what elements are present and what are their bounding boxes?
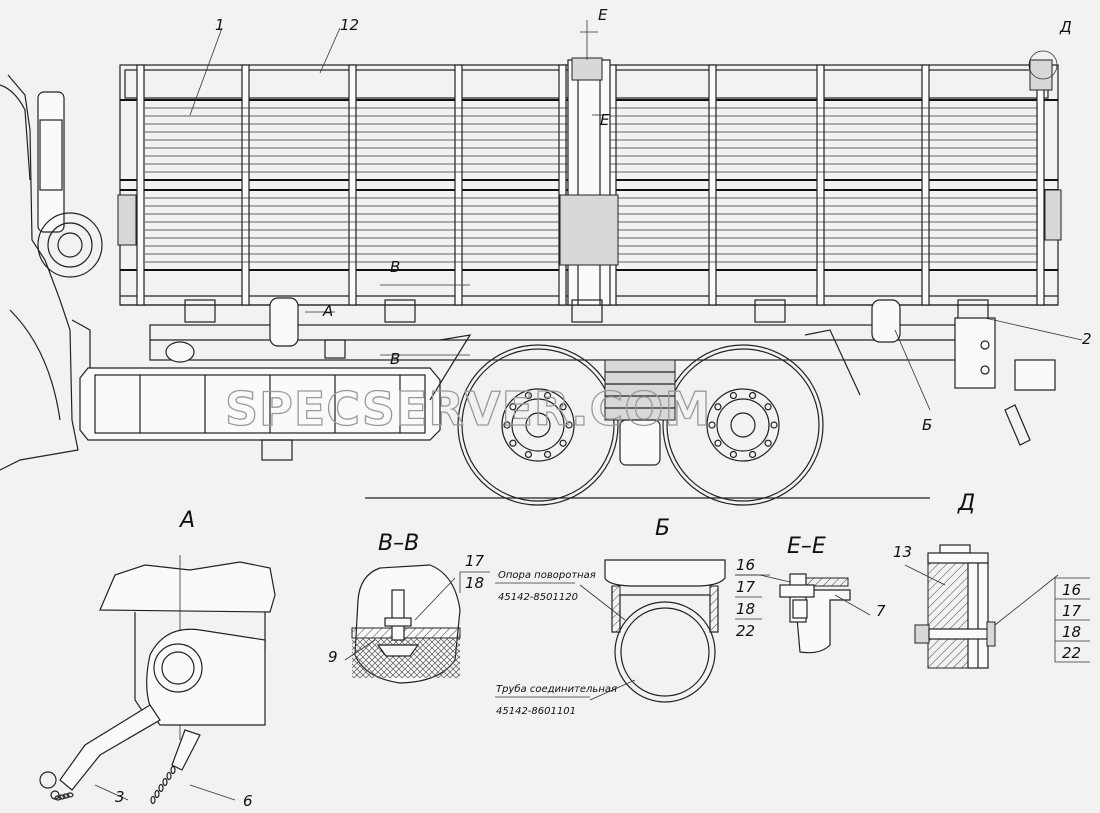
b-callout-17: 17 [736,578,756,596]
cab-outline [0,74,79,471]
view-title-ee: Е–Е [787,534,826,559]
ee-callout-7: 7 [876,602,886,620]
detail-view-d [904,544,1059,669]
callout-12: 12 [340,16,359,34]
mark-b-side: Б [922,416,932,434]
detail-view-a [39,555,276,805]
mark-v-bot: В [390,350,400,368]
callout-3: 3 [115,788,125,806]
rear-wheel-1 [457,344,619,506]
section-view-vv [344,564,461,684]
callout-1: 1 [215,16,225,34]
b-callout-18: 18 [736,600,755,618]
side-posts [136,64,1045,306]
pipe-code-note: 45142-8601101 [496,706,576,717]
d-callout-13: 13 [893,543,912,561]
view-title-d: Д [957,491,975,516]
wheel-studs [503,391,778,459]
view-title-vv: В–В [378,531,419,556]
rear-wheel-2 [662,344,824,506]
vv-callout-18: 18 [465,574,484,592]
mark-e-top: Е [598,6,608,24]
fuel-tank [79,339,441,461]
support-code-note: 45142-8501120 [498,592,578,603]
drawing-labels: 1 12 2 Е Е Д А В В Б А В–В Б Е–Е Д 3 6 1… [115,6,1092,810]
d-callout-16: 16 [1062,581,1081,599]
b-callout-22: 22 [736,622,755,640]
section-view-ee [759,573,871,654]
d-callout-18: 18 [1062,623,1081,641]
detail-d-circle [1028,50,1058,80]
safety-chain [54,765,176,805]
chassis-frame [149,297,1056,446]
pipe-name-note: Труба соединительная [496,683,617,695]
callout-boxes [460,571,1090,698]
watermark-text: SPECSERVER.COM [225,382,711,436]
callout-2: 2 [1082,330,1092,348]
view-title-b: Б [655,516,670,541]
detail-view-b [579,559,770,703]
d-callout-22: 22 [1062,644,1081,662]
mark-d-top: Д [1059,18,1072,36]
vv-callout-17: 17 [465,552,485,570]
b-callout-16: 16 [736,556,755,574]
mark-v-top: В [390,258,400,276]
mark-e-mid: Е [600,111,610,129]
d-callout-17: 17 [1062,602,1082,620]
callout-6: 6 [243,792,253,810]
mark-a-side: А [322,302,333,320]
support-name-note: Опора поворотная [498,570,596,581]
view-title-a: А [178,508,195,533]
leaf-spring [604,359,676,466]
vv-callout-9: 9 [328,648,338,666]
truck-side-view [0,20,1083,506]
